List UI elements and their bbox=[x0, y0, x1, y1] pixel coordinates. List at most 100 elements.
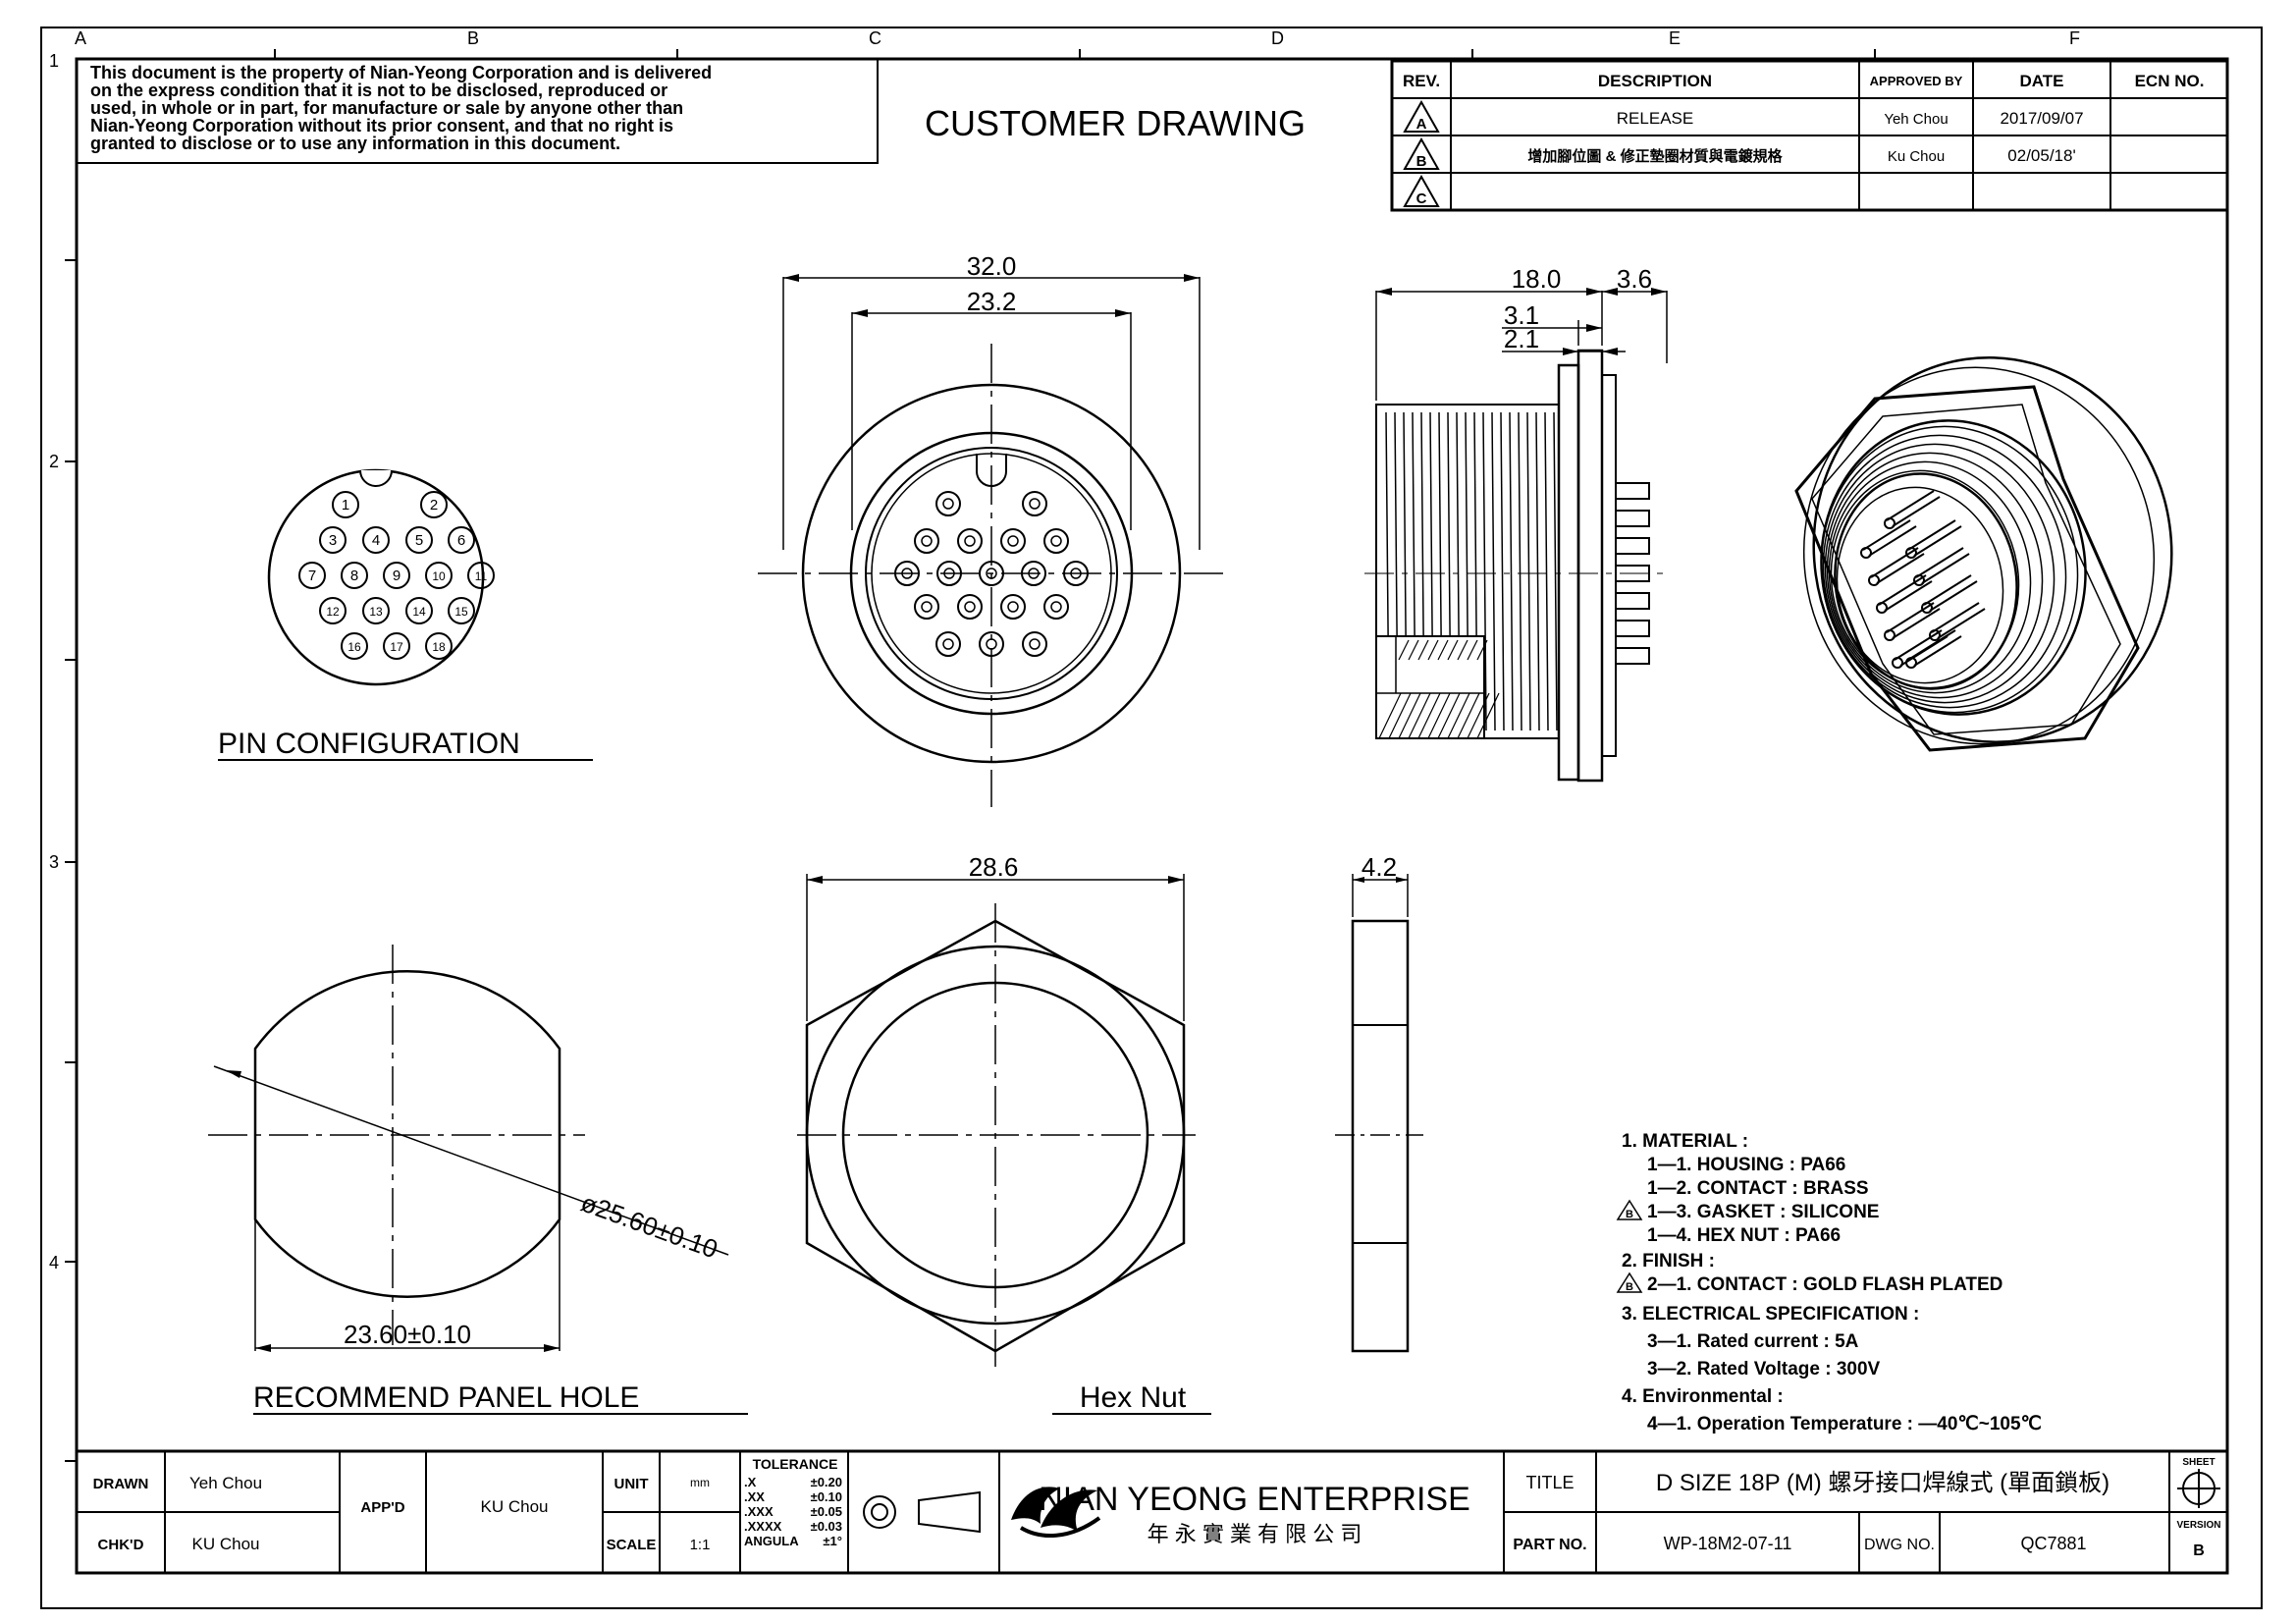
title-label: TITLE bbox=[1525, 1473, 1574, 1492]
part-no-label: PART NO. bbox=[1513, 1537, 1586, 1553]
hatch-line bbox=[1417, 692, 1441, 739]
tolerance-key: .XX bbox=[744, 1489, 765, 1504]
iso-contact-pin bbox=[1878, 574, 1927, 606]
pin-circle bbox=[332, 491, 359, 518]
dim-hex-width: 28.6 bbox=[969, 852, 1019, 882]
hatch-line bbox=[1447, 639, 1459, 661]
pin-circle bbox=[319, 526, 347, 554]
pin-circle bbox=[425, 632, 453, 660]
pin-circle bbox=[425, 562, 453, 589]
appd-label: APP'D bbox=[360, 1499, 404, 1516]
dim-side-step1: 3.1 bbox=[1504, 300, 1539, 330]
rev-header-description: DESCRIPTION bbox=[1598, 72, 1712, 90]
pin-circle bbox=[383, 632, 410, 660]
notice-line: granted to disclose or to use any inform… bbox=[90, 134, 620, 153]
notice-line: used, in whole or in part, for manufactu… bbox=[90, 98, 683, 118]
pin-circle bbox=[405, 526, 433, 554]
note-line: 1—4. HEX NUT : PA66 bbox=[1647, 1225, 1841, 1246]
pin-number: 1 bbox=[342, 497, 349, 514]
thread-line bbox=[1535, 411, 1540, 731]
pin-circle bbox=[298, 562, 326, 589]
rev-header-ecn: ECN NO. bbox=[2135, 72, 2205, 90]
thread-ring bbox=[1826, 452, 2044, 699]
contact-pin-core bbox=[942, 498, 954, 510]
contact-pin-core bbox=[1029, 638, 1041, 650]
note-line: 1—1. HOUSING : PA66 bbox=[1647, 1155, 1845, 1175]
isometric-view bbox=[1794, 356, 2173, 752]
thread-line bbox=[1500, 411, 1505, 731]
note-rev-triangle bbox=[1616, 1271, 1643, 1293]
iso-contact-tip bbox=[1884, 629, 1896, 641]
iso-contact-tip bbox=[1868, 574, 1880, 586]
pin-number: 7 bbox=[308, 568, 316, 584]
notice-line: on the express condition that it is not … bbox=[90, 81, 667, 100]
version-value: B bbox=[2193, 1542, 2205, 1559]
hatch-line bbox=[1476, 639, 1488, 661]
hatch-line bbox=[1457, 639, 1468, 661]
contact-pin-core bbox=[943, 568, 955, 579]
thread-ring bbox=[1824, 443, 2056, 704]
pin-number: 10 bbox=[432, 569, 446, 583]
note-line: 3—2. Rated Voltage : 300V bbox=[1647, 1359, 1881, 1380]
scale-label: SCALE bbox=[607, 1537, 657, 1553]
iso-contact-pin bbox=[1913, 525, 1962, 557]
contact-pin-core bbox=[1050, 535, 1062, 547]
tolerance-value: ±0.05 bbox=[811, 1504, 842, 1519]
panel-hole-view bbox=[208, 945, 729, 1352]
zone-col-f: F bbox=[2069, 28, 2080, 48]
iso-contact-pin bbox=[1862, 519, 1911, 551]
pin-number: 3 bbox=[329, 532, 337, 549]
notice-line: Nian-Yeong Corporation without its prior… bbox=[90, 116, 673, 135]
pin-number: 14 bbox=[412, 605, 426, 619]
dim-front-outer: 32.0 bbox=[967, 251, 1017, 281]
pin-number: 18 bbox=[432, 640, 446, 654]
rev-triangle-a bbox=[1403, 99, 1440, 133]
dim-panel-diameter: ø25.60±0.10 bbox=[577, 1187, 721, 1264]
iso-contact-pin bbox=[1884, 580, 1933, 612]
iso-contact-tip bbox=[1884, 517, 1896, 529]
note-line: 2. FINISH : bbox=[1622, 1251, 1715, 1271]
contact-pin bbox=[1043, 594, 1069, 620]
zone-col-b: B bbox=[467, 28, 479, 48]
contact-pin bbox=[894, 561, 920, 586]
iso-contact-pin bbox=[1921, 553, 1970, 584]
pin-number: 17 bbox=[390, 640, 403, 654]
dim-side-flange: 3.6 bbox=[1617, 264, 1652, 294]
contact-pin bbox=[979, 631, 1004, 657]
dwg-no-label: DWG NO. bbox=[1864, 1537, 1935, 1553]
chkd-label: CHK'D bbox=[98, 1537, 144, 1553]
hatch-line bbox=[1437, 692, 1461, 739]
solder-cup bbox=[1616, 620, 1650, 637]
contact-pin-core bbox=[901, 568, 913, 579]
hatch-line bbox=[1388, 692, 1412, 739]
tolerance-value: ±0.20 bbox=[811, 1475, 842, 1489]
company-logo bbox=[1011, 1487, 1101, 1538]
dim-front-inner: 23.2 bbox=[967, 287, 1017, 316]
company-name-cn: 年 永 實 業 有 限 公 司 bbox=[1148, 1522, 1362, 1546]
note-line: 4—1. Operation Temperature : —40℃~105℃ bbox=[1647, 1414, 2042, 1434]
zone-columns bbox=[274, 49, 1876, 59]
pin-circle bbox=[383, 562, 410, 589]
drawing-title: D SIZE 18P (M) 螺牙接口焊線式 (單面鎖板) bbox=[1656, 1470, 2109, 1496]
solder-cup bbox=[1616, 647, 1650, 665]
pin-circle bbox=[362, 526, 390, 554]
iso-contact-pin bbox=[1892, 608, 1941, 639]
contact-pin bbox=[1000, 594, 1026, 620]
contact-pin-core bbox=[1028, 568, 1040, 579]
hatch-line bbox=[1427, 639, 1439, 661]
tolerance-key: .X bbox=[744, 1475, 757, 1489]
contact-pin bbox=[935, 491, 961, 516]
chkd-value: KU Chou bbox=[192, 1535, 260, 1553]
pin-circle bbox=[467, 562, 495, 589]
note-line: 2—1. CONTACT : GOLD FLASH PLATED bbox=[1647, 1274, 2002, 1295]
zone-row-1: 1 bbox=[49, 51, 59, 71]
thread-line bbox=[1518, 411, 1522, 731]
pin-circle bbox=[420, 491, 448, 518]
note-line: 3—1. Rated current : 5A bbox=[1647, 1331, 1859, 1352]
rev-row-b-description: 增加腳位圖 & 修正墊圈材質與電鍍規格 bbox=[1527, 147, 1783, 165]
rev-row-a-description: RELEASE bbox=[1617, 109, 1693, 128]
pin-circle bbox=[319, 597, 347, 624]
appd-value: KU Chou bbox=[481, 1497, 549, 1516]
zone-col-d: D bbox=[1271, 28, 1284, 48]
rev-header-approved: APPROVED BY bbox=[1870, 74, 1963, 88]
